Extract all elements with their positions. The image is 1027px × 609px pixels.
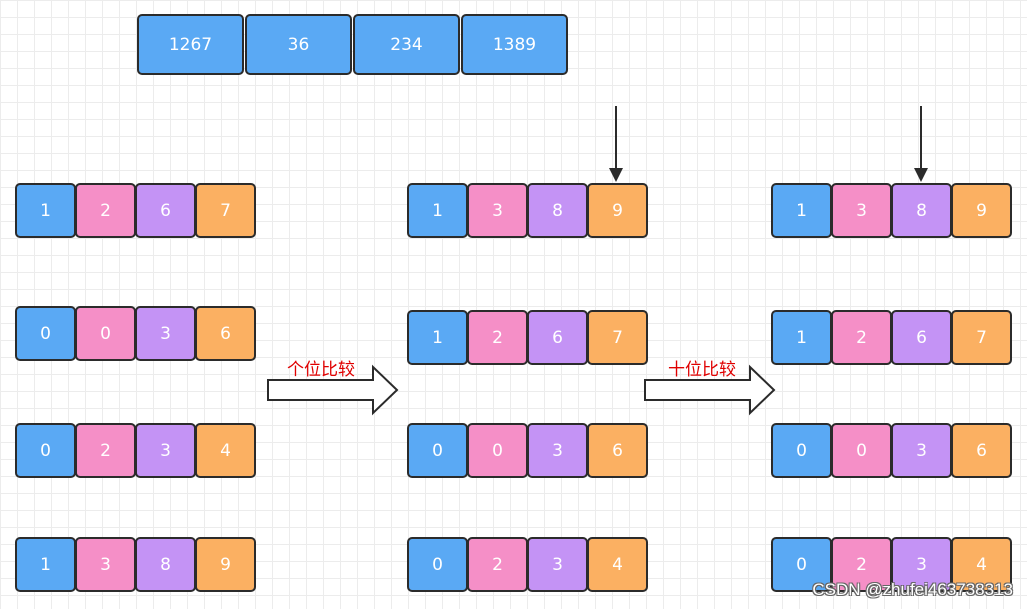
digit-cell: 8 [527, 183, 588, 238]
digit-cell: 3 [135, 306, 196, 361]
digit-cell: 2 [831, 310, 892, 365]
digit-cell: 2 [75, 183, 136, 238]
digit-cell: 9 [195, 537, 256, 592]
digit-cell: 0 [771, 537, 832, 592]
digit-cell: 9 [951, 183, 1012, 238]
ones-digit-compare-label: 个位比较 [287, 360, 355, 380]
top-array-cell: 36 [245, 14, 352, 75]
digit-cell: 4 [951, 537, 1012, 592]
digit-cell: 0 [75, 306, 136, 361]
digit-cell: 0 [15, 306, 76, 361]
digit-cell: 9 [587, 183, 648, 238]
digit-cell: 6 [587, 423, 648, 478]
digit-cell: 0 [831, 423, 892, 478]
block-arrow-right-icon [267, 364, 399, 416]
digit-cell: 1 [771, 183, 832, 238]
top-array-cell: 1389 [461, 14, 568, 75]
digit-cell: 8 [135, 537, 196, 592]
digit-cell: 6 [951, 423, 1012, 478]
pointer-down-arrow-icon [914, 106, 928, 182]
pointer-down-arrow-icon [609, 106, 623, 182]
watermark: CSDN @zhufei463738313 [812, 580, 1013, 599]
digit-cell: 7 [195, 183, 256, 238]
digit-cell: 2 [467, 310, 528, 365]
digit-cell: 6 [527, 310, 588, 365]
block-arrow-right-icon [644, 364, 776, 416]
digit-cell: 3 [527, 537, 588, 592]
top-array-cell: 1267 [137, 14, 244, 75]
digit-cell: 3 [831, 183, 892, 238]
digit-cell: 7 [587, 310, 648, 365]
digit-cell: 2 [75, 423, 136, 478]
digit-cell: 3 [135, 423, 196, 478]
digit-cell: 1 [407, 310, 468, 365]
digit-cell: 6 [135, 183, 196, 238]
digit-cell: 2 [467, 537, 528, 592]
digit-cell: 4 [195, 423, 256, 478]
digit-cell: 7 [951, 310, 1012, 365]
digit-cell: 0 [407, 423, 468, 478]
digit-cell: 3 [467, 183, 528, 238]
digit-cell: 4 [587, 537, 648, 592]
tens-digit-compare-label: 十位比较 [668, 360, 736, 380]
digit-cell: 1 [15, 183, 76, 238]
digit-cell: 0 [467, 423, 528, 478]
top-array-cell: 234 [353, 14, 460, 75]
digit-cell: 6 [195, 306, 256, 361]
